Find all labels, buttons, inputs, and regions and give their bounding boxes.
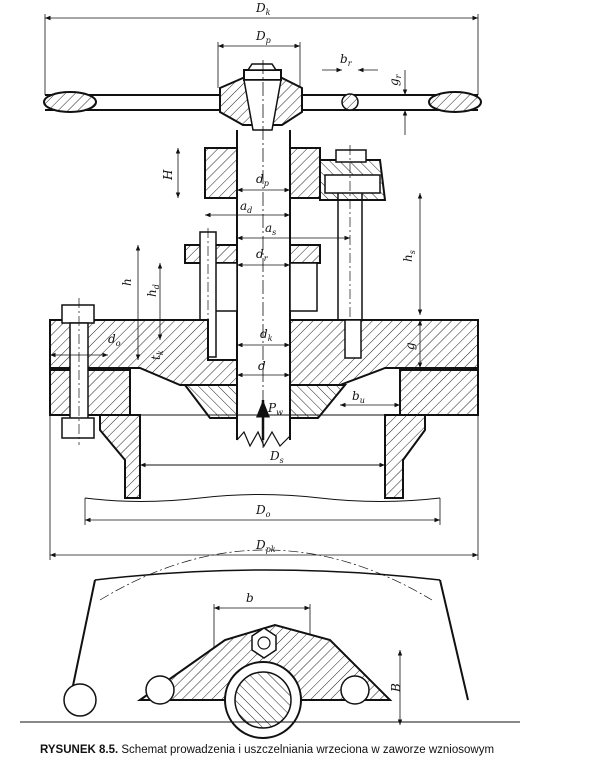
dimension-lines bbox=[44, 14, 479, 725]
yoke-bridge bbox=[204, 145, 387, 360]
caption-text: Schemat prowadzenia i uszczelniania wrze… bbox=[121, 744, 495, 756]
flange-bolt bbox=[61, 298, 95, 445]
label-h: h bbox=[120, 278, 134, 286]
label-Pw: Pw bbox=[267, 401, 283, 417]
label-Dk: Dk bbox=[255, 1, 271, 17]
label-dr: dr bbox=[256, 247, 269, 263]
figure-caption: RYSUNEK 8.5. Schemat prowadzenia i uszcz… bbox=[40, 744, 600, 756]
label-Ds: Ds bbox=[269, 449, 284, 465]
valve-technical-drawing: Dk Dp br gr H dp ad as hs dr h hd do tk … bbox=[20, 1, 520, 739]
valve-body bbox=[49, 369, 479, 502]
label-Do: Do bbox=[255, 503, 271, 519]
label-br: br bbox=[340, 52, 353, 68]
label-dk: dk bbox=[260, 327, 273, 343]
label-dp: dp bbox=[256, 172, 269, 188]
bonnet bbox=[49, 319, 479, 419]
label-bu: bu bbox=[352, 389, 365, 405]
dimension-labels: Dk Dp br gr H dp ad as hs dr h hd do tk … bbox=[108, 1, 417, 693]
label-B: B bbox=[389, 683, 403, 693]
label-tk: tk bbox=[149, 350, 165, 360]
caption-number: RYSUNEK 8.5. bbox=[40, 744, 119, 756]
top-view bbox=[20, 549, 520, 739]
label-hd: hd bbox=[145, 284, 161, 297]
handwheel bbox=[43, 63, 482, 131]
label-d: d bbox=[258, 359, 266, 373]
label-hs: hs bbox=[401, 250, 417, 262]
label-as: as bbox=[265, 221, 276, 237]
label-ad: ad bbox=[240, 199, 252, 215]
label-Dpk: Dpk bbox=[255, 538, 276, 554]
label-do: do bbox=[108, 332, 121, 348]
label-H: H bbox=[161, 169, 175, 181]
label-b: b bbox=[246, 591, 254, 605]
label-gr: gr bbox=[387, 73, 403, 86]
label-g: g bbox=[403, 342, 417, 350]
label-Dp: Dp bbox=[255, 29, 271, 45]
